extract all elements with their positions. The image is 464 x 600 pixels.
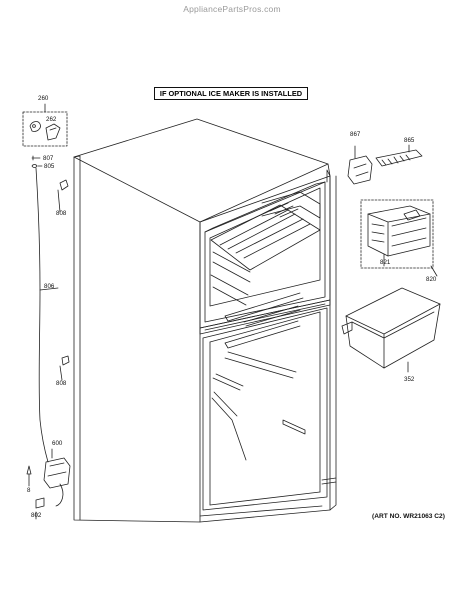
- callout-807: 807: [43, 155, 54, 162]
- callout-806: 806: [44, 283, 55, 290]
- refrigerator-cabinet: [74, 119, 336, 522]
- bin-352: [342, 288, 440, 372]
- callout-865: 865: [404, 137, 415, 144]
- callout-820: 820: [426, 276, 437, 283]
- art-number: (ART NO. WR21063 C2): [372, 513, 445, 520]
- ice-maker-group: [361, 200, 437, 276]
- callout-600: 600: [52, 440, 63, 447]
- bracket-867: [348, 146, 372, 184]
- callout-808-upper: 808: [56, 210, 67, 217]
- strip-865: [376, 145, 422, 166]
- optional-ice-maker-banner: IF OPTIONAL ICE MAKER IS INSTALLED: [154, 87, 308, 100]
- callout-808-lower: 808: [56, 380, 67, 387]
- fastener-parts: [32, 156, 42, 168]
- callout-821: 821: [380, 259, 391, 266]
- callout-8: 8: [27, 487, 31, 494]
- callout-260: 260: [38, 95, 49, 102]
- ice-maker-bracket-group: [23, 104, 67, 146]
- callout-802: 802: [31, 512, 42, 519]
- site-watermark: AppliancePartsPros.com: [183, 4, 281, 14]
- control-block: [27, 449, 70, 519]
- callout-867: 867: [350, 131, 361, 138]
- callout-262: 262: [46, 116, 57, 123]
- callout-352: 352: [404, 376, 415, 383]
- wire-harness: [36, 168, 69, 462]
- callout-805: 805: [44, 163, 55, 170]
